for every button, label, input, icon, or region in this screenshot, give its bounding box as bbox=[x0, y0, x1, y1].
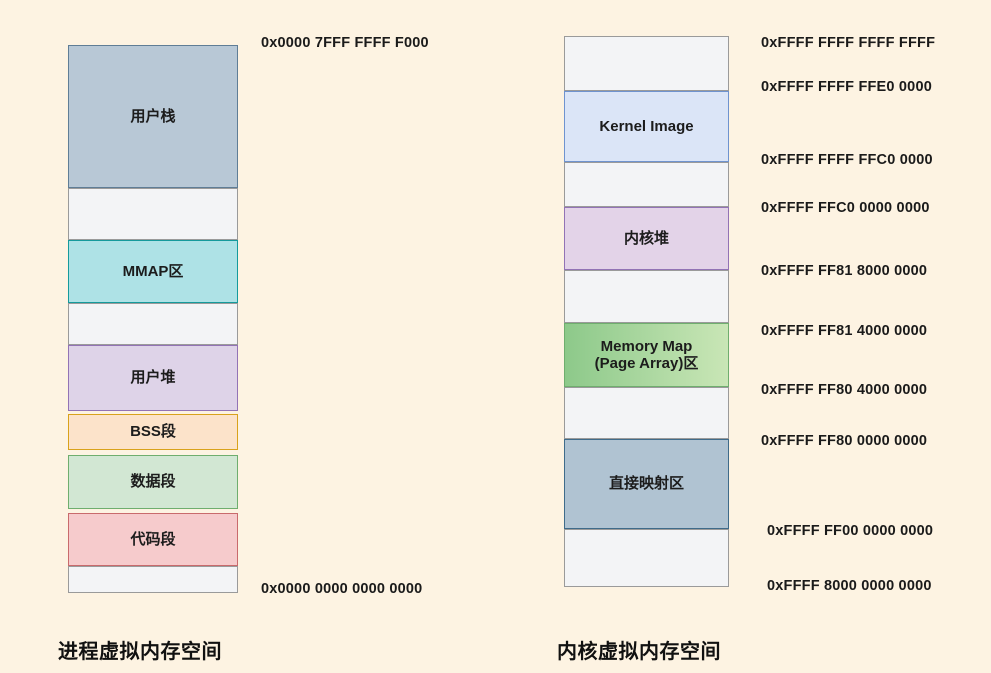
addr-ffff-ff00-0000-0000: 0xFFFF FF00 0000 0000 bbox=[767, 523, 934, 539]
left-top-address: 0x0000 7FFF FFFF F000 bbox=[261, 35, 429, 51]
addr-ffff-ff81-4000-0000: 0xFFFF FF81 4000 0000 bbox=[761, 323, 928, 339]
addr-ffff-ff80-4000-0000: 0xFFFF FF80 4000 0000 bbox=[761, 382, 928, 398]
segment-label: 直接映射区 bbox=[608, 475, 684, 493]
segment-user-stack: 用户栈 bbox=[68, 45, 238, 188]
segment-gap-1 bbox=[68, 188, 238, 240]
segment-user-heap: 用户堆 bbox=[68, 345, 238, 411]
segment-gap-top bbox=[564, 36, 729, 91]
segment-label: 内核堆 bbox=[623, 229, 669, 247]
addr-ffff-8000-0000-0000: 0xFFFF 8000 0000 0000 bbox=[767, 578, 932, 594]
segment-kernel-heap: 内核堆 bbox=[564, 207, 729, 270]
segment-kernel-image: Kernel Image bbox=[564, 91, 729, 162]
segment-gap-2 bbox=[564, 162, 729, 207]
segment-label: 代码段 bbox=[130, 530, 176, 548]
kernel-virtual-memory-column: Kernel Image 内核堆 Memory Map(Page Array)区直接… bbox=[564, 36, 729, 588]
right-caption: 内核虚拟内存空间 bbox=[557, 641, 721, 663]
segment-gap-4 bbox=[564, 387, 729, 439]
segment-label: MMAP区 bbox=[122, 262, 184, 280]
segment-label: Kernel Image bbox=[599, 117, 694, 135]
segment-label: BSS段 bbox=[130, 423, 176, 441]
segment-direct-mapping: 直接映射区 bbox=[564, 439, 729, 529]
addr-ffff-ffff-ffff-ffff: 0xFFFF FFFF FFFF FFFF bbox=[761, 35, 936, 51]
segment-code-segment: 代码段 bbox=[68, 513, 238, 566]
segment-mmap-area: MMAP区 bbox=[68, 240, 238, 303]
addr-ffff-ff80-0000-0000: 0xFFFF FF80 0000 0000 bbox=[761, 433, 928, 449]
segment-data-segment: 数据段 bbox=[68, 455, 238, 509]
addr-ffff-ffff-ffe0-0000: 0xFFFF FFFF FFE0 0000 bbox=[761, 79, 932, 95]
process-virtual-memory-column: 用户栈 MMAP区用户堆 BSS段数据段代码段 bbox=[68, 36, 238, 596]
segment-memory-map: Memory Map(Page Array)区 bbox=[564, 323, 729, 387]
segment-gap-3 bbox=[564, 270, 729, 323]
left-caption: 进程虚拟内存空间 bbox=[58, 641, 222, 663]
left-bottom-address: 0x0000 0000 0000 0000 bbox=[261, 581, 423, 597]
segment-label: 数据段 bbox=[130, 473, 176, 491]
addr-ffff-ffc0-0000-0000: 0xFFFF FFC0 0000 0000 bbox=[761, 200, 930, 216]
addr-ffff-ffff-ffc0-0000: 0xFFFF FFFF FFC0 0000 bbox=[761, 152, 933, 168]
segment-label: 用户堆 bbox=[130, 369, 176, 387]
segment-label: Memory Map(Page Array)区 bbox=[594, 337, 699, 372]
addr-ffff-ff81-8000-0000: 0xFFFF FF81 8000 0000 bbox=[761, 263, 928, 279]
segment-gap-2 bbox=[68, 303, 238, 345]
segment-bss-segment: BSS段 bbox=[68, 414, 238, 450]
segment-label: 用户栈 bbox=[130, 107, 176, 125]
segment-gap-3 bbox=[68, 566, 238, 593]
segment-gap-bottom bbox=[564, 529, 729, 587]
